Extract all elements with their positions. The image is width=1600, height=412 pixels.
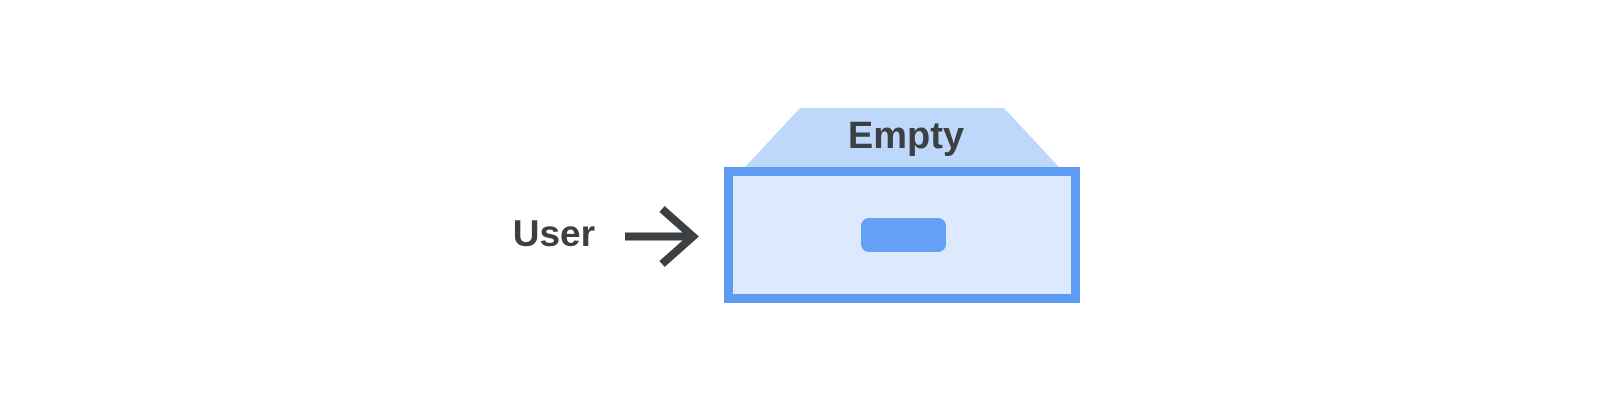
drawer-lid (745, 108, 1059, 167)
drawer-handle-icon (861, 218, 946, 252)
drawer-status-label: Empty (848, 115, 964, 157)
right-arrow-head (659, 206, 700, 267)
user-label: User (513, 213, 595, 254)
right-arrow-icon (625, 206, 700, 267)
